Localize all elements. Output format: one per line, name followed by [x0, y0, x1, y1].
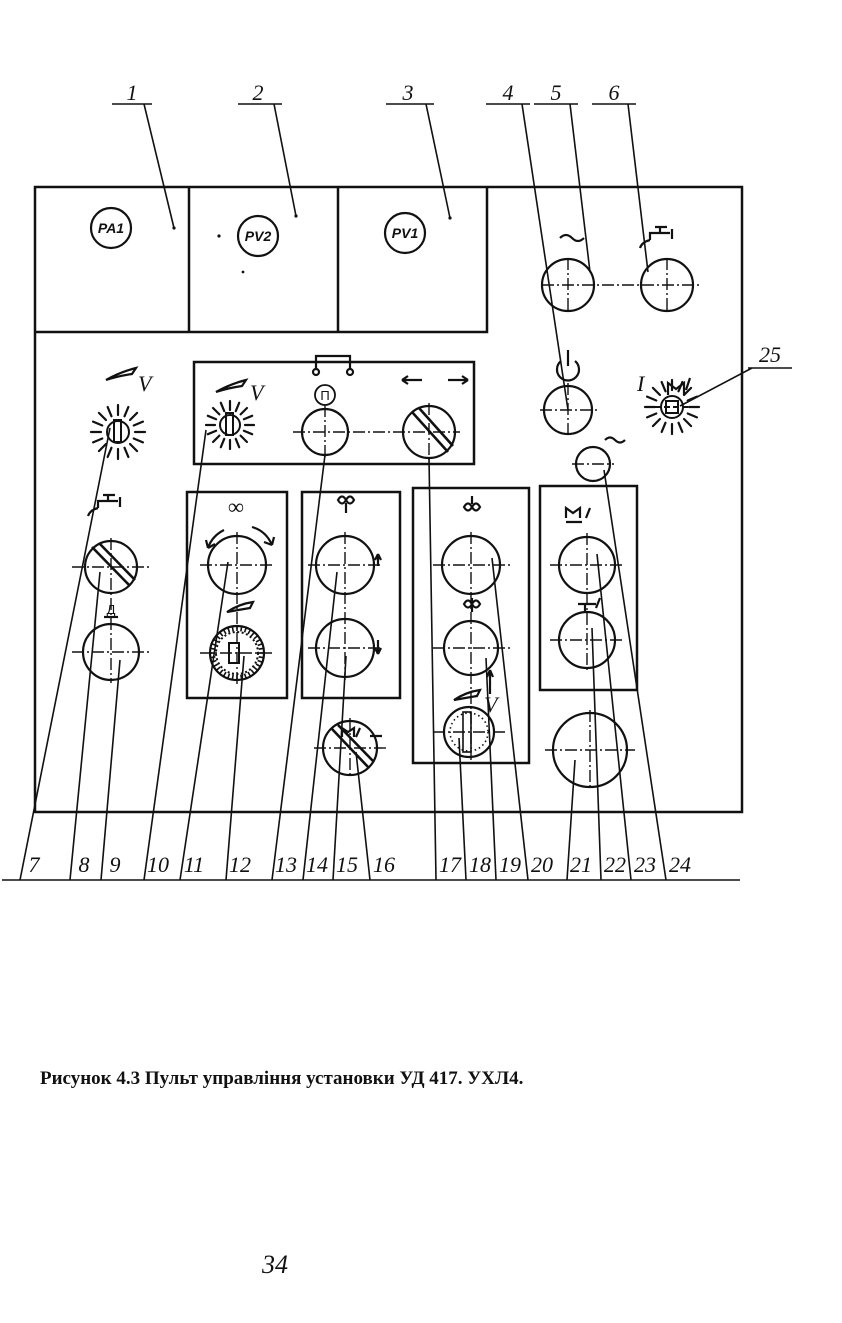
bottom-label-9: 9: [110, 852, 121, 877]
wave-icon: [559, 233, 585, 243]
heater-icon: [666, 377, 692, 395]
bottom-label-23: 23: [634, 852, 656, 877]
figure-caption: Рисунок 4.3 Пульт управління установки У…: [40, 1068, 524, 1089]
right-label-25: 25: [759, 342, 781, 367]
top-label-4: 4: [503, 80, 514, 105]
bottom-label-24: 24: [669, 852, 691, 877]
bottom-label-20: 20: [531, 852, 553, 877]
faucet-icon: [638, 225, 674, 249]
bottom-label-14: 14: [306, 852, 328, 877]
top-label-5: 5: [551, 80, 562, 105]
top-label-3: 3: [402, 80, 414, 105]
knob-20: [440, 534, 502, 596]
indicator-25: [655, 395, 689, 419]
blade-icon: [453, 688, 482, 702]
bottom-label-22: 22: [604, 852, 626, 877]
power-icon: [555, 360, 581, 382]
meter-circle-3: [383, 211, 427, 255]
panel-outline: [33, 185, 744, 814]
blade-icon: [215, 378, 249, 394]
control-panel-diagram: PA1 PV2 PV1: [2, 80, 792, 881]
top-label-1: 1: [127, 80, 138, 105]
blade-icon: [105, 366, 139, 382]
indicator-7: [106, 419, 130, 444]
bottom-label-8: 8: [79, 852, 90, 877]
cart-icon: [314, 354, 352, 368]
spool-icon: [462, 598, 482, 612]
rotate-ccw-icon: [204, 529, 225, 549]
bottom-label-11: 11: [184, 852, 204, 877]
knob-group: [81, 257, 695, 789]
meter-circle-1: [89, 206, 133, 250]
spool-icon: [336, 495, 356, 513]
indicator-10: [219, 412, 241, 436]
bottom-label-13: 13: [275, 852, 297, 877]
rotate-cw-icon: [251, 525, 276, 547]
p-mark: П: [320, 388, 329, 403]
group-box-d: [538, 484, 639, 692]
meter-compartment-outline: [35, 187, 489, 334]
bottom-label-16: 16: [373, 852, 395, 877]
top-label-6: 6: [609, 80, 620, 105]
meter-circle-2: [236, 214, 280, 258]
bottom-label-21: 21: [570, 852, 592, 877]
v-mark: V: [250, 380, 266, 405]
infinity-mark: ∞: [228, 494, 244, 519]
wave-icon: [604, 436, 626, 444]
meter-label-pv2: PV2: [245, 228, 272, 244]
panel-symbols: [86, 225, 692, 738]
bottom-label-7: 7: [29, 852, 41, 877]
group-box-top: [192, 360, 476, 466]
roman-one-label: I: [636, 371, 646, 396]
heater-icon: [564, 505, 592, 524]
arrow-right-icon: [448, 375, 469, 385]
bottom-label-15: 15: [336, 852, 358, 877]
blade-icon: [226, 600, 255, 614]
group-box-b: [300, 490, 402, 700]
knob-9: [81, 622, 141, 682]
arrow-left-icon: [401, 375, 422, 385]
faucet-icon: [578, 597, 602, 612]
page-number: 34: [262, 1250, 288, 1279]
bottom-label-17: 17: [439, 852, 462, 877]
meter-label-pa1: PA1: [98, 220, 124, 236]
bottom-label-19: 19: [499, 852, 521, 877]
d-mark: Д: [107, 602, 116, 617]
group-box-a: [185, 490, 289, 700]
bottom-label-18: 18: [469, 852, 491, 877]
meter-label-pv1: PV1: [392, 225, 419, 241]
bottom-label-10: 10: [147, 852, 169, 877]
spool-icon: [462, 496, 482, 512]
bottom-label-12: 12: [229, 852, 251, 877]
faucet-icon: [86, 493, 122, 517]
top-label-2: 2: [253, 80, 264, 105]
v-mark: V: [484, 692, 500, 717]
v-mark: V: [138, 371, 154, 396]
group-box-c: [411, 486, 531, 765]
